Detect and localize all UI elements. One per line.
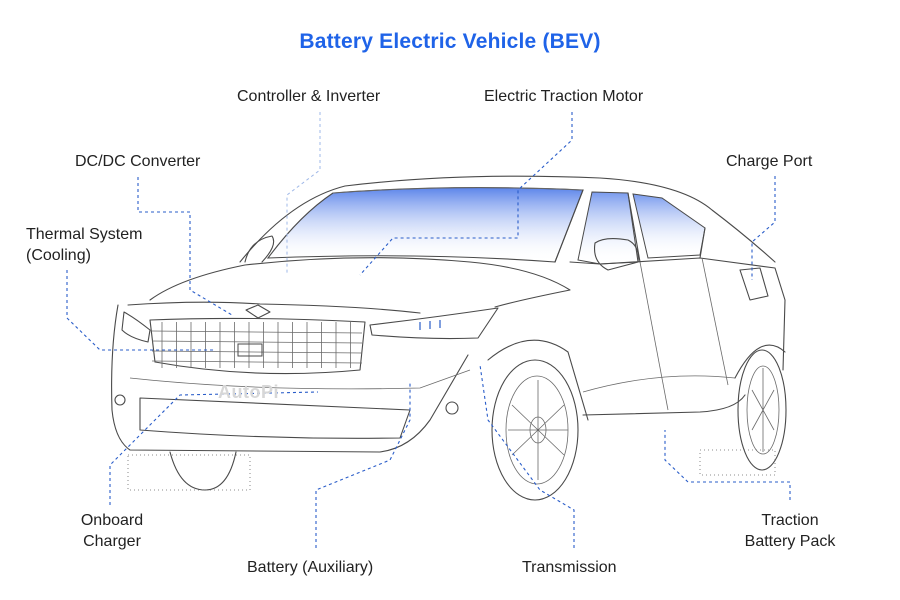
- autopi-watermark: AutoPi: [218, 382, 279, 402]
- label-transmission: Transmission: [522, 559, 617, 576]
- grille-badge: [237, 343, 263, 357]
- front-right-wheel: [491, 359, 579, 501]
- grille-frame: [149, 317, 366, 375]
- hood-front-edge: [127, 301, 421, 314]
- label-battery-auxiliary: Battery (Auxiliary): [247, 559, 374, 576]
- charge-port-flap: [739, 267, 769, 301]
- car-door-line-2: [701, 257, 729, 386]
- label-traction-battery-pack: Traction Battery Pack: [735, 510, 845, 552]
- leader-traction-battery: [664, 430, 791, 500]
- grille-slat: [151, 340, 363, 344]
- car-door-line: [639, 261, 669, 411]
- label-onboard-charger-line1: Onboard: [80, 512, 144, 529]
- fog-light-left: [114, 394, 126, 406]
- label-thermal-system-line2: (Cooling): [26, 247, 91, 264]
- front-side-window: [577, 191, 639, 265]
- lower-intake: [139, 397, 411, 439]
- label-electric-traction-motor: Electric Traction Motor: [484, 88, 644, 105]
- label-onboard-charger-line2: Charger: [83, 533, 141, 550]
- left-headlight: [121, 311, 151, 343]
- label-dcdc-converter: DC/DC Converter: [75, 153, 201, 170]
- label-onboard-charger: Onboard Charger: [72, 510, 152, 552]
- label-traction-battery-line2: Battery Pack: [744, 533, 836, 550]
- label-thermal-system: Thermal System (Cooling): [26, 224, 142, 266]
- car-side-body: [569, 257, 786, 371]
- car-b-pillar: [627, 192, 641, 263]
- label-controller-inverter: Controller & Inverter: [237, 88, 381, 105]
- leader-electric-traction-motor: [359, 112, 573, 276]
- car-roof: [239, 175, 776, 263]
- front-bumper: [111, 304, 469, 453]
- bumper-crease: [129, 369, 471, 390]
- fog-light-right: [445, 401, 459, 415]
- leader-controller-inverter: [286, 112, 321, 275]
- front-left-tyre: [127, 454, 251, 491]
- grille-slat: [151, 350, 363, 354]
- grille-mesh: [151, 322, 363, 368]
- diagram-title: Battery Electric Vehicle (BEV): [299, 30, 601, 53]
- leader-transmission: [479, 364, 575, 548]
- rear-side-window: [632, 193, 706, 259]
- label-thermal-system-line1: Thermal System: [26, 226, 143, 243]
- right-headlight: [369, 307, 499, 340]
- windshield: [266, 187, 584, 263]
- front-wheel-arch: [487, 339, 589, 421]
- headlight-accent: [419, 320, 441, 330]
- front-left-wheel: [169, 451, 237, 491]
- leader-onboard-charger: [109, 391, 319, 505]
- grille-slat: [151, 360, 363, 364]
- car-c-pillar: [699, 227, 706, 259]
- leader-charge-port: [751, 176, 776, 280]
- leader-dcdc-converter: [137, 177, 233, 316]
- grille-slat: [151, 330, 363, 334]
- leader-thermal-system: [66, 270, 215, 351]
- side-mirror: [593, 237, 639, 271]
- rear-tyre-shadow: [699, 449, 776, 476]
- label-charge-port: Charge Port: [726, 153, 813, 170]
- car-side-crease: [582, 375, 736, 393]
- left-mirror: [244, 235, 275, 263]
- rear-right-wheel: [737, 349, 787, 471]
- car-roof-inner: [332, 187, 584, 194]
- leader-battery-auxiliary: [315, 382, 411, 548]
- car-hood: [149, 257, 571, 308]
- label-traction-battery-line1: Traction: [761, 512, 819, 529]
- front-logo: [245, 304, 271, 319]
- rear-wheel-arch: [734, 344, 786, 379]
- car-rocker: [582, 394, 746, 416]
- car-a-pillar: [554, 189, 584, 263]
